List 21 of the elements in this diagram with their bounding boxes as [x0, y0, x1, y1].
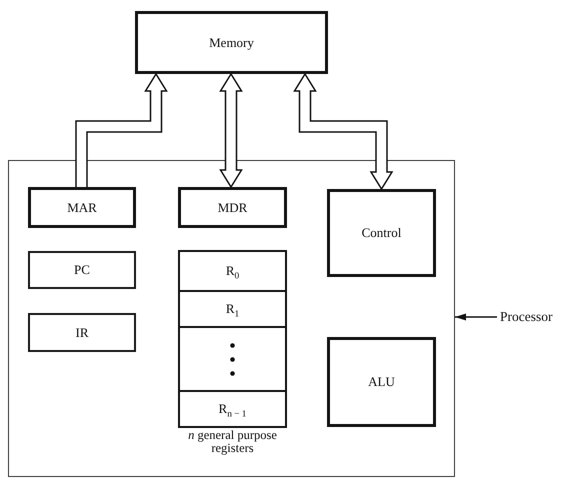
register-box — [28, 187, 136, 228]
register-name: MDR — [218, 200, 248, 216]
processor-label: Processor — [500, 308, 552, 326]
register-box — [28, 251, 136, 289]
register-box — [178, 187, 287, 228]
register-name: R$_{1}$ — [226, 301, 240, 317]
memory-box — [135, 11, 328, 74]
register-name: PC — [74, 262, 90, 278]
register-caption: n general purpose registers — [187, 429, 278, 456]
memory-label: Memory — [209, 34, 254, 50]
processor-frame — [8, 160, 455, 477]
leader-arrow — [455, 314, 497, 320]
register-box — [28, 313, 136, 352]
unit-label: ALU — [368, 374, 395, 390]
register-name: IR — [76, 324, 88, 340]
unit-label: Control — [362, 225, 402, 241]
control-unit-box — [327, 189, 436, 277]
register-name: R$_{n − 1}$ — [218, 401, 246, 417]
register-name: R$_{0}$ — [226, 263, 240, 279]
register-name: MAR — [67, 200, 97, 216]
alu-box — [327, 337, 436, 427]
